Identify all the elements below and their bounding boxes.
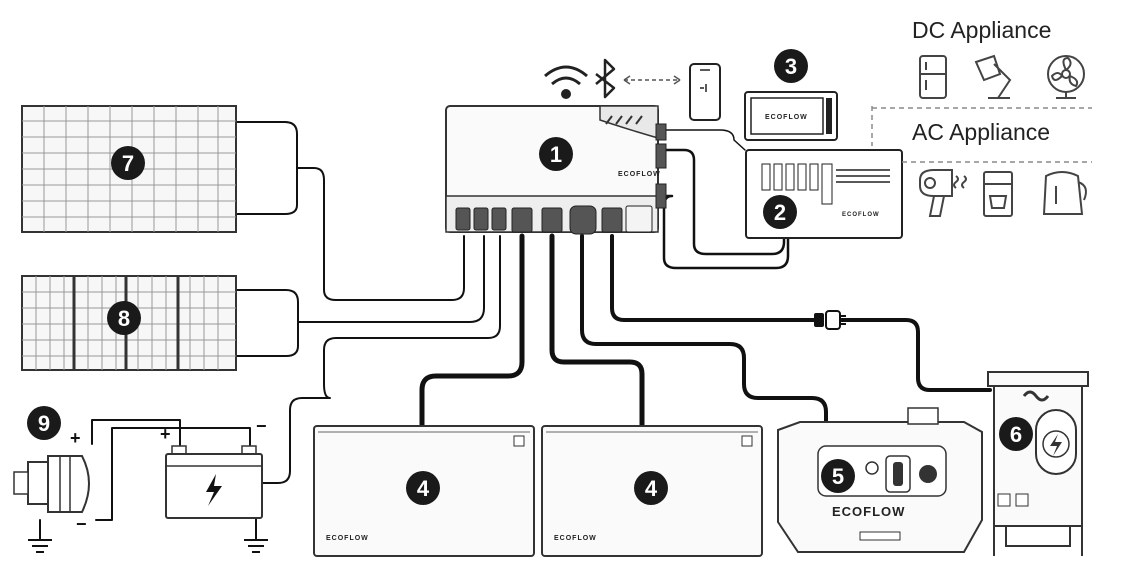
badge-3: 3 [774,49,808,83]
shore-cable-b [836,318,992,392]
panel-brand: ECOFLOW [842,212,880,218]
batt-plus-label: + [160,424,171,444]
svg-text:3: 3 [785,54,797,79]
smartphone-icon [689,63,721,121]
badge-4a: 4 [406,471,440,505]
generator-cable [580,234,828,426]
solar-cable-7a [235,121,298,215]
svg-text:4: 4 [645,476,658,501]
solar-cable-7b [296,167,465,301]
ground-icon [244,539,268,553]
appliance-divider [871,106,1092,163]
badge-2: 2 [763,195,797,229]
battery-cable-b [549,233,645,431]
badge-6: 6 [999,417,1033,451]
generator-brand: ECOFLOW [832,504,905,519]
shore-power-station [987,371,1089,556]
alt-plus-label: + [70,428,81,448]
badge-4b: 4 [634,471,668,505]
fridge-icon [919,55,947,99]
panel-cable-a [662,148,786,256]
battery-a-brand: ECOFLOW [326,535,369,542]
battery-cable-a [419,233,525,431]
svg-text:1: 1 [550,142,562,167]
display-cable [663,129,746,151]
badge-5: 5 [821,459,855,493]
shore-plug-icon [814,310,846,330]
display-brand: ECOFLOW [765,114,808,121]
ac-appliance-label: AC Appliance [912,119,1050,145]
wifi-icon [544,65,588,99]
smart-generator: ECOFLOW [777,407,983,553]
batt-minus-label: − [256,416,267,436]
badge-7: 7 [111,146,145,180]
badge-8: 8 [107,301,141,335]
svg-text:5: 5 [832,464,844,489]
dc-appliance-label: DC Appliance [912,17,1051,43]
hub-brand: ECOFLOW [618,171,661,178]
svg-text:4: 4 [417,476,430,501]
lightning-icon [206,474,222,506]
svg-text:7: 7 [122,151,134,176]
svg-text:9: 9 [38,411,50,436]
dc-wire-minus [95,427,251,521]
alt-minus-label: − [76,514,87,534]
starter-battery [165,445,263,519]
solar-cable-8b [297,235,485,323]
lightning-icon [1050,434,1062,456]
ground-icon [28,539,52,553]
alternator [13,455,90,513]
ac-wave-icon [1022,390,1050,402]
hairdryer-icon [919,169,967,217]
badge-9: 9 [27,406,61,440]
kettle-icon [1042,171,1087,215]
lamp-icon [974,54,1012,99]
smart-display: ECOFLOW [744,91,838,141]
fan-icon [1047,55,1085,99]
solar-cable-8a [235,289,299,357]
dc-wire-plus [91,419,181,447]
badge-1: 1 [539,137,573,171]
coffee-maker-icon [983,171,1013,217]
shore-cable [610,234,820,322]
dc-charge-cable [257,235,501,484]
svg-text:2: 2 [774,200,786,225]
battery-b-brand: ECOFLOW [554,535,597,542]
bluetooth-icon [595,58,616,99]
svg-text:6: 6 [1010,422,1022,447]
svg-text:8: 8 [118,306,130,331]
